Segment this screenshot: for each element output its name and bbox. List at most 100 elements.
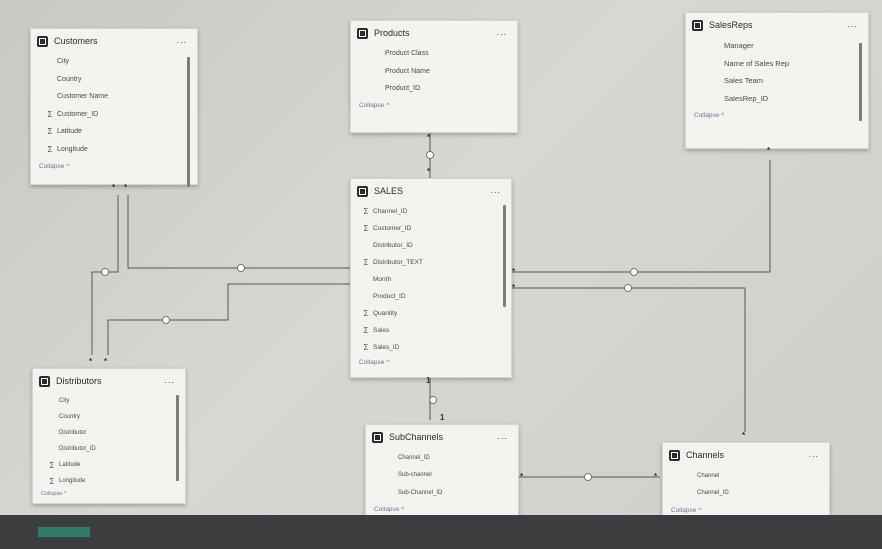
field-name: Latitude <box>57 128 82 136</box>
field-row[interactable]: Channel <box>685 467 829 485</box>
field-name: Sales <box>373 327 390 334</box>
collapse-button[interactable]: Collapse ^ <box>694 111 725 119</box>
more-options-icon[interactable]: ... <box>176 35 187 45</box>
field-name: Channel <box>697 472 720 479</box>
field-row[interactable]: Product Name <box>373 63 517 81</box>
table-header[interactable]: Channels ... <box>663 443 829 467</box>
field-name: Manager <box>724 41 754 51</box>
sigma-icon: Σ <box>363 224 369 233</box>
scrollbar[interactable] <box>859 43 862 121</box>
more-options-icon[interactable]: ... <box>497 431 508 441</box>
collapse-button[interactable]: Collapse ^ <box>359 102 390 109</box>
field-name: Sales Team <box>724 76 764 86</box>
more-options-icon[interactable]: ... <box>496 27 507 37</box>
sigma-icon: Σ <box>363 326 369 335</box>
collapse-button[interactable]: Collapse ^ <box>41 491 67 497</box>
field-row[interactable]: Σ Longitude <box>45 141 197 159</box>
field-name: Product Class <box>385 50 429 58</box>
collapse-button[interactable]: Collapse ^ <box>39 162 70 170</box>
field-row[interactable]: Customer Name <box>45 88 197 106</box>
table-header[interactable]: Distributors ... <box>33 369 185 393</box>
collapse-button[interactable]: Collapse ^ <box>671 506 702 514</box>
field-row[interactable]: Sales Team <box>712 72 868 90</box>
field-row[interactable]: Sub-channel <box>386 467 518 485</box>
scrollbar[interactable] <box>176 395 179 481</box>
field-name: Country <box>59 414 81 420</box>
field-name: Channel_ID <box>697 490 729 497</box>
field-row[interactable]: City <box>47 393 185 409</box>
field-row[interactable]: Name of Sales Rep <box>712 55 868 73</box>
field-name: Channel_ID <box>373 208 408 215</box>
table-title: SalesReps <box>709 20 753 30</box>
sigma-icon: Σ <box>363 258 369 267</box>
table-header[interactable]: SalesReps ... <box>686 13 868 37</box>
field-name: Customer_ID <box>57 110 99 118</box>
table-title: Customers <box>54 36 98 46</box>
field-name: Quantity <box>373 310 398 317</box>
field-row[interactable]: Product_ID <box>373 80 517 98</box>
field-row[interactable]: Sub-Channel_ID <box>386 484 518 502</box>
table-header[interactable]: Products ... <box>351 21 517 45</box>
many-marker: * <box>742 431 746 440</box>
field-row[interactable]: Σ Customer_ID <box>45 106 197 124</box>
field-name: Longitude <box>57 145 88 153</box>
sigma-icon: Σ <box>47 144 53 154</box>
more-options-icon[interactable]: ... <box>808 449 819 459</box>
field-row[interactable]: Channel_ID <box>386 449 518 467</box>
collapse-button[interactable]: Collapse ^ <box>359 358 390 366</box>
field-row[interactable]: Distributor_ID <box>47 441 185 457</box>
field-name: Customer Name <box>57 93 108 101</box>
more-options-icon[interactable]: ... <box>164 375 175 385</box>
sigma-icon: Σ <box>47 109 53 119</box>
field-row[interactable]: Distributor <box>47 425 185 441</box>
field-row[interactable]: Country <box>47 409 185 425</box>
field-row[interactable]: SalesRep_ID <box>712 90 868 108</box>
table-icon <box>692 19 703 31</box>
field-row[interactable]: Country <box>45 71 197 89</box>
page-tab[interactable] <box>38 527 90 537</box>
field-row[interactable]: Σ Sales <box>361 322 511 339</box>
one-marker: 1 <box>426 376 431 385</box>
one-marker: 1 <box>440 413 445 422</box>
more-options-icon[interactable]: ... <box>490 185 501 195</box>
field-row[interactable]: Manager <box>712 37 868 55</box>
table-header[interactable]: SubChannels ... <box>366 425 518 449</box>
table-header[interactable]: SALES ... <box>351 179 511 203</box>
many-marker: * <box>112 183 116 192</box>
field-row[interactable]: Product_ID <box>361 288 511 305</box>
table-icon <box>357 27 368 39</box>
field-name: Product Name <box>385 67 430 75</box>
field-row[interactable]: City <box>45 53 197 71</box>
table-title: SubChannels <box>389 432 444 442</box>
many-marker: * <box>767 146 771 155</box>
more-options-icon[interactable]: ... <box>847 19 858 29</box>
collapse-button[interactable]: Collapse ^ <box>374 506 405 513</box>
field-name: City <box>57 58 70 66</box>
field-row[interactable]: Channel_ID <box>685 485 829 503</box>
field-row[interactable]: Distributor_ID <box>361 237 511 254</box>
scrollbar[interactable] <box>503 205 506 307</box>
field-row[interactable]: Month <box>361 271 511 288</box>
scrollbar[interactable] <box>187 57 190 187</box>
bottom-bar <box>0 515 882 549</box>
table-header[interactable]: Customers ... <box>31 29 197 53</box>
rel-distributors-sales-a <box>107 283 350 355</box>
field-row[interactable]: Product Class <box>373 45 517 63</box>
